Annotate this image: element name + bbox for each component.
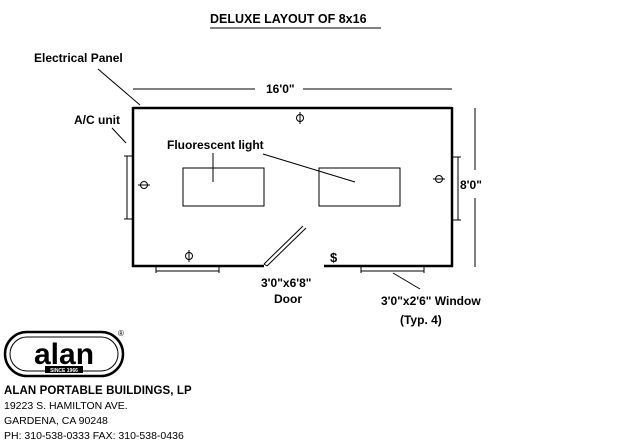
fluorescent-light-left: [182, 167, 265, 207]
electrical-panel-leader: [97, 68, 141, 106]
light-switch-symbol: $: [330, 250, 338, 265]
window-bottom-left: [155, 266, 220, 273]
duplex-outlet-icon: [433, 175, 445, 183]
duplex-outlet-icon: [138, 181, 150, 189]
company-address-1: 19223 S. HAMILTON AVE.: [4, 400, 128, 412]
window-leader: [392, 272, 421, 290]
window-left-wall: [124, 155, 133, 220]
alan-logo: alan SINCE 1966 ®: [3, 329, 125, 378]
logo-since: SINCE 1966: [50, 368, 78, 374]
logo-text: alan: [34, 338, 94, 371]
window-bottom-right: [360, 266, 425, 273]
window-right-wall: [452, 156, 461, 221]
company-phone: PH: 310-538-0333 FAX: 310-538-0436: [4, 430, 184, 442]
duplex-outlet-icon: [296, 112, 304, 124]
window-size-label: 3'0"x2'6" Window: [381, 294, 481, 308]
building-outline: [131, 106, 454, 268]
fluorescent-light-label: Fluorescent light: [167, 138, 264, 152]
door-size-label: 3'0"x6'8": [261, 276, 311, 290]
ac-unit-label: A/C unit: [74, 113, 120, 127]
height-dimension-label: 8'0": [460, 178, 482, 192]
company-info: ALAN PORTABLE BUILDINGS, LP 19223 S. HAM…: [4, 384, 192, 444]
fluorescent-light-right: [318, 167, 401, 207]
ac-unit-leader: [111, 127, 127, 144]
duplex-outlet-icon: [185, 250, 193, 262]
company-name: ALAN PORTABLE BUILDINGS, LP: [4, 385, 192, 397]
width-dimension-label: 16'0": [266, 82, 295, 96]
door-swing: [263, 225, 307, 267]
company-address-2: GARDENA, CA 90248: [4, 415, 108, 427]
window-note-label: (Typ. 4): [400, 313, 442, 327]
diagram-title: DELUXE LAYOUT OF 8x16: [210, 12, 367, 26]
fluorescent-leader-right: [262, 153, 356, 183]
electrical-panel-label: Electrical Panel: [34, 51, 123, 65]
registered-mark: ®: [118, 329, 124, 338]
door-label: Door: [274, 292, 302, 306]
